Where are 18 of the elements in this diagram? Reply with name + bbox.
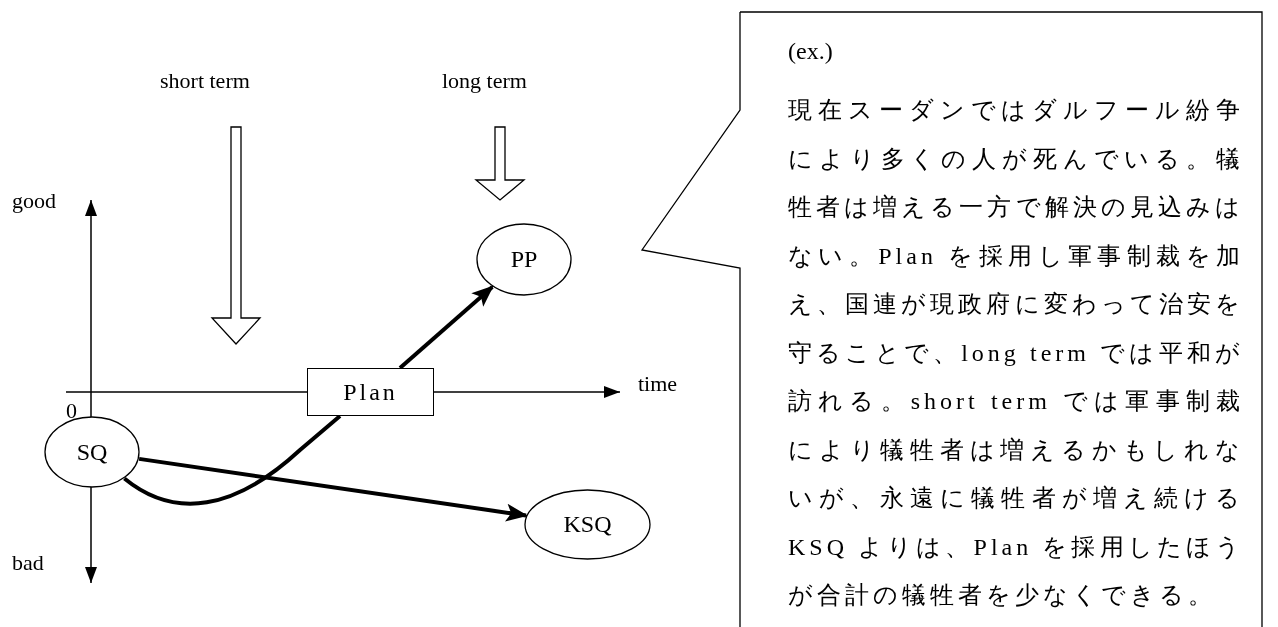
arrow	[138, 456, 529, 522]
axis-label: short term	[160, 68, 250, 94]
example-label: (ex.)	[788, 38, 834, 65]
example-paragraph: 現在スーダンではダルフール紛争により多くの人が死んでいる。犠牲者は増える一方で解決の見込みはない。Plan を採用し軍事制裁を加え、国連が現政府に変わって治安を守ることで、long term では平和が訪れる。short term では軍事制裁により犠牲者は増えるかもしれないが、永遠に犠牲者が増え続ける KSQ よりは、Plan を採用したほうが合計の犠牲者を少なくできる。	[788, 96, 1244, 610]
node-label: KSQ	[563, 511, 612, 538]
ellipse-node	[524, 489, 651, 560]
ellipse-node	[476, 223, 572, 296]
node-label: PP	[510, 246, 538, 273]
axis-label: good	[12, 188, 56, 214]
ellipse-node	[44, 416, 140, 488]
node-label: Plan	[343, 378, 398, 406]
axis-label: time	[638, 371, 678, 397]
node-label: SQ	[76, 438, 108, 466]
arrow	[398, 285, 494, 370]
axis-label: bad	[12, 550, 44, 576]
axis-label: 0	[66, 398, 77, 424]
plan-box	[307, 368, 434, 416]
axis-label: long term	[442, 68, 527, 94]
